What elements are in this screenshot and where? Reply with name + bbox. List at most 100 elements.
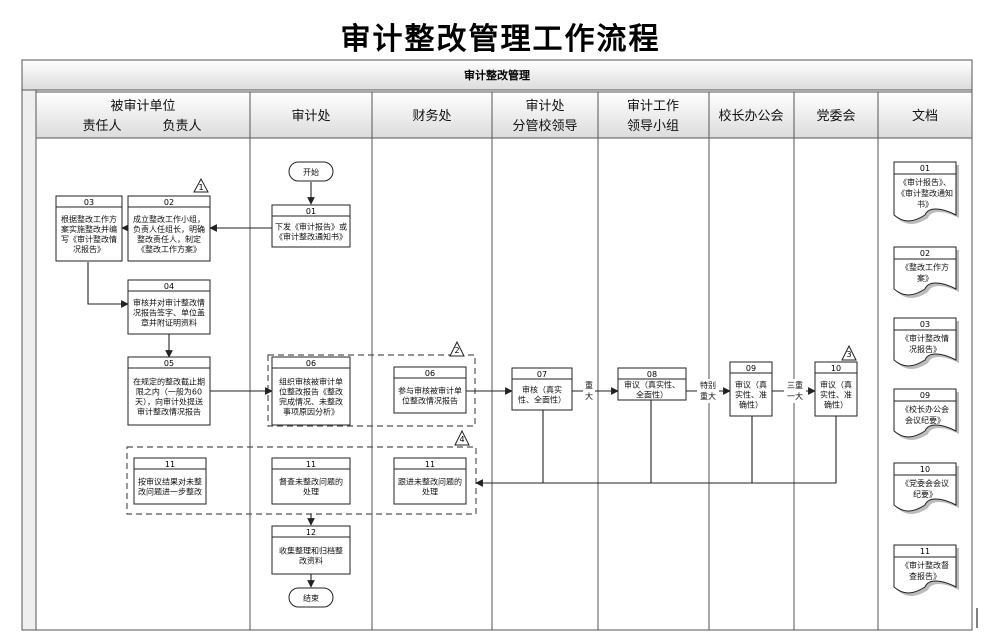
document-text-line: 《党委会会议 — [901, 478, 949, 488]
document-text-line: 《整改工作方 — [901, 262, 949, 272]
step-text-line: 确性） — [824, 400, 848, 410]
step-number: 02 — [164, 198, 174, 207]
marker-1 — [193, 177, 209, 193]
edge-label-three-one-2: 一大 — [787, 391, 803, 401]
document-text-line: 《审计报告》、 — [899, 177, 951, 187]
document-number: 01 — [920, 164, 930, 173]
step-box — [729, 361, 773, 417]
step-text-line: 下发《审计报告》或 — [275, 222, 347, 232]
step-box — [393, 366, 467, 414]
step-text-line: 根据整改工作方 — [61, 214, 117, 224]
step-number: 11 — [425, 460, 435, 469]
step-text-line: 负责人任组长，明确 — [133, 224, 205, 234]
document-03: 03《审计整改情况报告》 — [893, 317, 959, 369]
document-number: 10 — [920, 465, 930, 474]
step-box — [511, 367, 573, 411]
lane-header-finance-office: 财务处 — [412, 108, 451, 124]
marker-2-label: 2 — [454, 346, 459, 355]
edge-labels: 重 大 特别 重大 三重 一大 — [583, 379, 806, 403]
step-text-line: 况报告》 — [73, 244, 105, 254]
lane-header-president-office: 校长办公会 — [718, 108, 783, 124]
step-box — [271, 204, 351, 248]
step-text-line: 全面性） — [636, 390, 668, 400]
step-text-line: 案实施整改并编 — [61, 224, 117, 234]
step-text-line: 况报告签字、单位盖 — [133, 308, 205, 318]
marker-4 — [454, 429, 470, 446]
step-text-line: 参与审核被审计单 — [398, 386, 462, 396]
start-node — [288, 161, 334, 182]
step-text-line: 完成情况、未整改 — [279, 397, 343, 407]
step-box — [127, 279, 211, 335]
pool-title: 审计整改管理 — [464, 68, 530, 82]
step-number: 09 — [746, 364, 756, 373]
document-number: 09 — [920, 391, 930, 400]
lane-header-audited-unit: 被审计单位 — [110, 99, 175, 114]
document-number: 11 — [920, 547, 930, 556]
edge-label-special-2: 重大 — [700, 391, 716, 401]
lane-header-leader-l2: 分管校领导 — [512, 118, 577, 134]
document-number: 02 — [920, 249, 930, 258]
step-text-line: 处理 — [303, 487, 319, 497]
marker-2 — [449, 340, 465, 357]
edge-label-major-2: 大 — [585, 391, 593, 401]
end-label: 结束 — [303, 593, 319, 603]
step-text-line: 按审议结果对未整 — [138, 477, 202, 487]
step-text-line: 审议（真 — [735, 380, 767, 390]
step-number: 11 — [165, 460, 175, 469]
lane-header-group-l2: 领导小组 — [627, 119, 679, 134]
step-text-line: 限之内（一般为60 — [136, 387, 202, 397]
step-number: 04 — [164, 282, 174, 291]
step-text-line: 位整改报告《整改 — [279, 387, 343, 397]
end-node — [288, 587, 334, 608]
lane-sub-head-person: 负责人 — [162, 119, 201, 134]
edge-03-04 — [87, 262, 129, 308]
page-title: 审计整改管理工作流程 — [340, 22, 661, 57]
document-01: 01《审计报告》、《审计整改通知书》 — [893, 161, 959, 224]
step-text-line: 确性） — [739, 400, 763, 410]
document-text-line: 查报告》 — [909, 571, 941, 581]
step-text-line: 改问题进一步整改 — [138, 487, 202, 497]
step-text-line: 督查未整改问题的 — [279, 477, 343, 487]
step-box — [393, 457, 467, 505]
step-text-line: 处理 — [422, 487, 438, 497]
step-text-line: 成立整改工作小组， — [133, 214, 205, 224]
step-text-line: 整改责任人，制定 — [137, 234, 201, 244]
pool-frame: 审计整改管理 — [21, 59, 973, 631]
step-number: 05 — [164, 359, 174, 368]
document-number: 03 — [920, 320, 930, 329]
marker-4-label: 4 — [459, 435, 464, 444]
lane-header-leader-l1: 审计处 — [525, 99, 564, 114]
document-text-line: 书》 — [917, 199, 933, 209]
edge-label-major-1: 重 — [585, 380, 593, 390]
edge-return — [476, 400, 837, 483]
step-number: 11 — [306, 460, 316, 469]
step-number: 10 — [831, 364, 841, 373]
marker-3 — [841, 344, 857, 361]
step-box — [133, 457, 207, 505]
step-number: 08 — [647, 370, 657, 379]
step-text-line: 实性、准 — [820, 390, 852, 400]
step-box — [271, 525, 351, 575]
document-text-line: 《审计整改情 — [901, 333, 949, 343]
lane-headers: 被审计单位 责任人 负责人 审计处 财务处 审计处 分管校领导 审计工作 领导小… — [82, 99, 938, 134]
document-text-line: 《审计整改督 — [901, 560, 949, 570]
document-list: 01《审计报告》、《审计整改通知书》02《整改工作方案》03《审计整改情况报告》… — [893, 161, 959, 596]
lane-header-documents: 文档 — [912, 109, 938, 124]
step-text-line: 《审计整改通知书》 — [275, 232, 347, 242]
lane-header-party-committee: 党委会 — [816, 109, 855, 124]
step-box — [271, 457, 351, 505]
markers: 1 2 3 4 — [193, 177, 857, 446]
